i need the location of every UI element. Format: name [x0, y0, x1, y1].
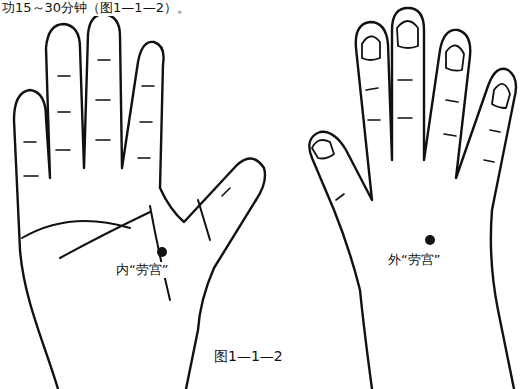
- knuckle-mark: [336, 80, 500, 200]
- finger-joint: [24, 60, 230, 196]
- back-hand-outline: [309, 8, 516, 389]
- body-text: 功15～30分钟（图1—1—2）。: [2, 0, 190, 16]
- palm-crease: [60, 212, 150, 258]
- point-label: 内“劳宫”: [116, 262, 168, 278]
- palm-crease: [150, 206, 170, 300]
- palm-outline: [14, 14, 265, 389]
- figure-caption: 图1—1—2: [214, 348, 283, 365]
- palm-crease: [198, 200, 210, 240]
- acupoint-dot: [157, 247, 167, 257]
- acupoint-dot: [425, 235, 435, 245]
- point-label: 外“劳宫”: [388, 252, 440, 268]
- fingernail: [312, 21, 510, 159]
